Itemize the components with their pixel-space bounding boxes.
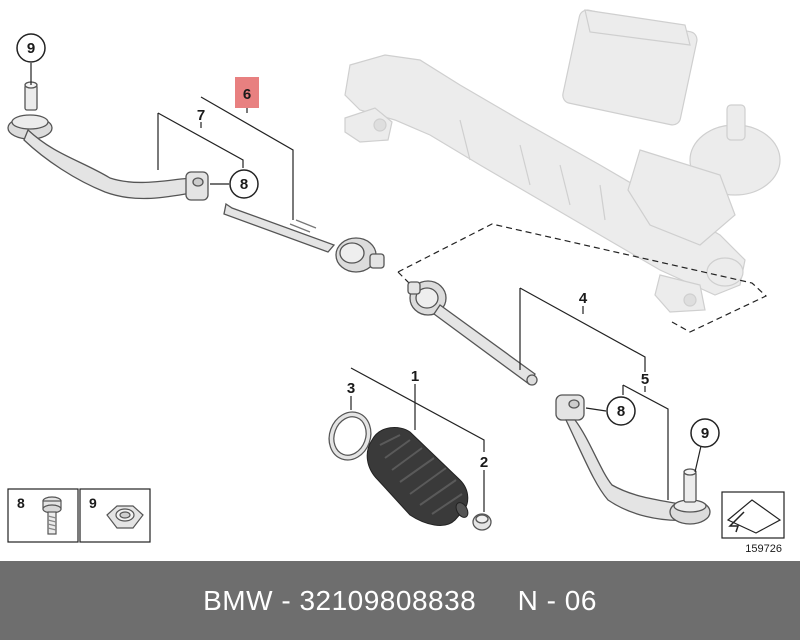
legend-label-9: 9 [89,495,97,511]
callout-label-8-right: 8 [617,403,625,420]
callout-label-3: 3 [347,380,355,397]
callout-label-5: 5 [641,371,649,388]
footer-part-number: 32109808838 [299,584,477,616]
nut-icon [106,505,144,529]
footer-bar: BMW - 32109808838 N - 06 [0,561,800,640]
steering-gear-housing [344,9,781,313]
footer-reference: N - 06 [517,584,597,616]
callout-label-8-top: 8 [240,176,248,193]
callout-label-1: 1 [411,368,419,385]
callout-circle-9-right [690,418,720,448]
callout-label-6: 6 [243,86,251,103]
footer-spacer [476,585,517,617]
callout-label-2: 2 [480,454,488,471]
small-clamp [472,513,492,531]
footer-brand: BMW [203,584,274,616]
callout-label-4: 4 [579,290,588,307]
tie-rod-end-left [7,81,209,201]
bolt-icon [42,496,62,535]
legend-box-nut: 9 [79,488,151,543]
parts-diagram: 9 6 7 8 4 5 8 9 3 1 2 8 9 [7,9,785,555]
tie-rod-end-right [555,394,711,525]
callout-circle-8-right [606,396,636,426]
callout-highlight-6 [235,77,259,108]
callout-circle-9-top [16,33,46,63]
callout-label-7: 7 [197,107,205,124]
callout-circle-8-top [229,169,259,199]
callout-label-9-top: 9 [27,40,35,57]
callout-label-9-right: 9 [701,425,709,442]
legend-label-8: 8 [17,495,25,511]
legend-box-bolt: 8 [7,488,79,543]
clamp-ring [328,411,372,461]
inner-tie-rod-right [407,280,538,386]
inner-tie-rod-left [223,202,385,273]
leader-lines [30,63,702,512]
section-arrow-icon [721,491,785,539]
dashed-group-outline [397,223,768,333]
dashed-group-outline-left [397,271,413,287]
drawing-number: 159726 [745,543,782,555]
footer-separator: - [273,584,300,616]
bellows-boot [366,427,469,526]
